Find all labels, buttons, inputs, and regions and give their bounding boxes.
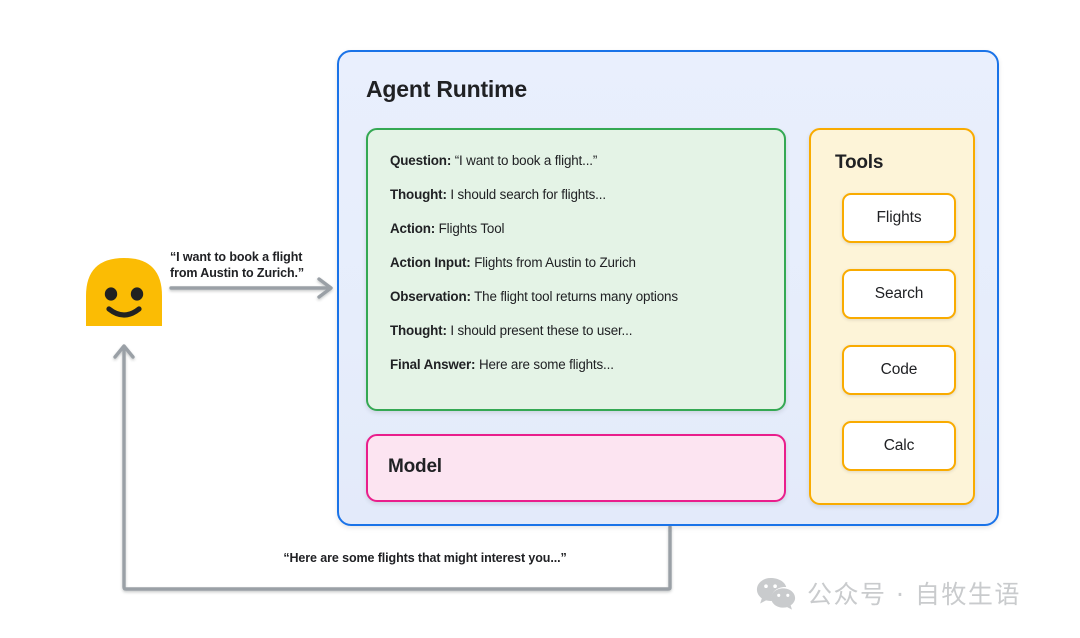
trace-value: I should present these to user...	[450, 323, 633, 339]
trace-value: Here are some flights...	[478, 357, 614, 373]
watermark: 公众号 · 自牧生语	[756, 575, 1021, 611]
trace-value: I should search for flights...	[450, 187, 606, 203]
agent-runtime-title: Agent Runtime	[366, 76, 527, 102]
model-title: Model	[388, 456, 442, 477]
trace-row: Action: Flights Tool	[390, 222, 762, 236]
reasoning-trace-box: Question: “I want to book a flight...” T…	[366, 128, 786, 411]
trace-row: Final Answer: Here are some flights...	[390, 358, 762, 372]
trace-row: Question: “I want to book a flight...”	[390, 153, 762, 168]
response-label: “Here are some flights that might intere…	[283, 551, 567, 565]
trace-label: Observation:	[390, 289, 471, 305]
trace-label: Question:	[390, 153, 452, 168]
tools-panel: Tools Flights Search Code Calc	[809, 128, 975, 505]
trace-label: Thought:	[390, 187, 447, 203]
user-avatar-smiley-icon	[86, 258, 162, 326]
trace-label: Action Input:	[390, 255, 471, 271]
request-arrow	[169, 277, 333, 299]
tools-list: Flights Search Code Calc	[842, 193, 956, 471]
wechat-logo-icon	[756, 577, 796, 610]
agent-runtime-container: Agent Runtime Question: “I want to book …	[337, 50, 999, 526]
trace-label: Thought:	[390, 323, 447, 339]
tool-button-flights[interactable]: Flights	[842, 193, 956, 243]
trace-row: Thought: I should search for flights...	[390, 188, 762, 202]
request-label: “I want to book a flight from Austin to …	[170, 249, 346, 281]
trace-value: Flights Tool	[438, 221, 505, 237]
model-box: Model	[366, 434, 786, 502]
trace-label: Action:	[390, 221, 436, 237]
trace-value: The flight tool returns many options	[474, 289, 678, 305]
tool-button-code[interactable]: Code	[842, 345, 956, 395]
trace-label: Final Answer:	[390, 357, 476, 373]
trace-row: Action Input: Flights from Austin to Zur…	[390, 256, 762, 270]
request-label-line2: from Austin to Zurich.”	[170, 266, 305, 280]
tool-button-search[interactable]: Search	[842, 269, 956, 319]
trace-row: Thought: I should present these to user.…	[390, 324, 762, 338]
trace-value: “I want to book a flight...”	[454, 153, 598, 168]
trace-value: Flights from Austin to Zurich	[474, 255, 636, 271]
request-label-line1: “I want to book a flight	[170, 250, 303, 264]
watermark-text: 公众号 · 自牧生语	[807, 580, 1021, 609]
trace-row: Observation: The flight tool returns man…	[390, 290, 762, 304]
tools-title: Tools	[835, 152, 884, 173]
tool-button-calc[interactable]: Calc	[842, 421, 956, 471]
